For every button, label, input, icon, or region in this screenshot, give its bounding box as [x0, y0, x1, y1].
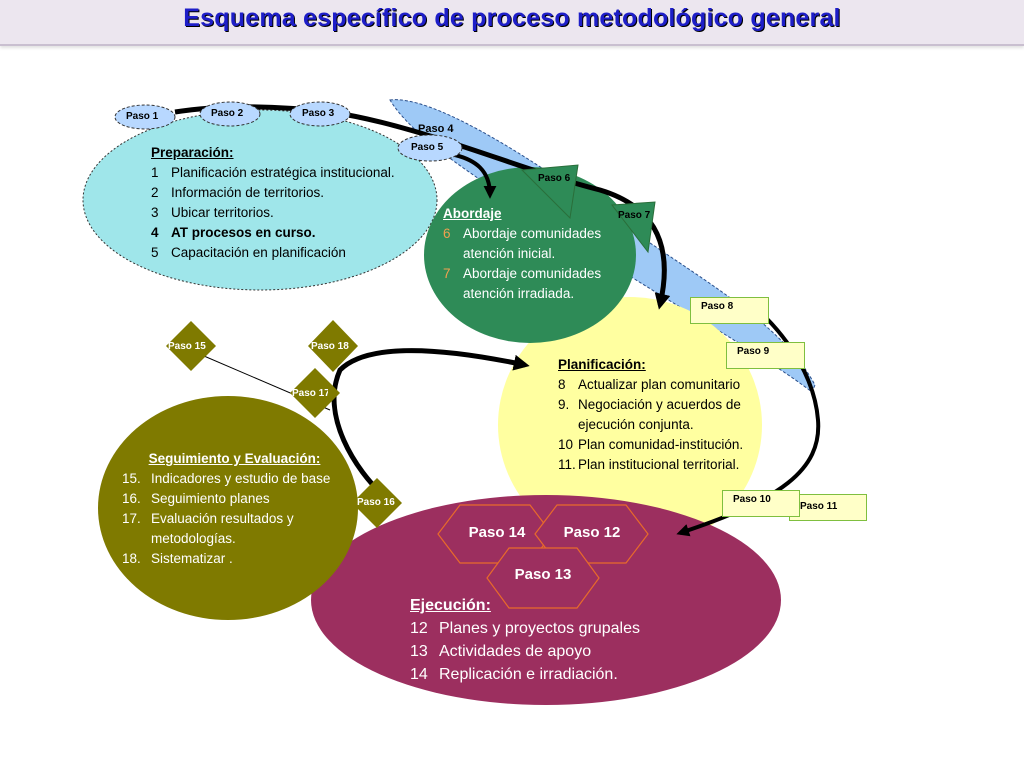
paso6-label: Paso 6: [538, 173, 571, 184]
paso18-diamond: [308, 320, 358, 372]
seguimiento-block: Seguimiento y Evaluación: 15.Indicadores…: [122, 449, 347, 569]
paso17-label: Paso 17: [292, 388, 328, 399]
paso10-box: Paso 10: [722, 490, 800, 517]
ejecucion-heading: Ejecución:: [410, 597, 491, 614]
paso12-label: Paso 12: [563, 524, 621, 541]
planificacion-item: 9.Negociación y acuerdos de ejecución co…: [558, 397, 741, 432]
seguimiento-item: 16.Seguimiento planes: [122, 491, 270, 506]
paso2-oval: [199, 101, 261, 127]
seguimiento-item: 15.Indicadores y estudio de base: [122, 471, 331, 486]
paso1-oval: [114, 104, 176, 130]
paso4-label: Paso 4: [418, 123, 454, 135]
paso15-diamond: [166, 321, 216, 371]
paso13-label: Paso 13: [514, 566, 572, 583]
paso1-label: Paso 1: [126, 111, 159, 122]
preparacion-ellipse: [82, 109, 438, 291]
paso7-triangle: [611, 201, 656, 254]
flow-arrow-abordaje: [454, 153, 497, 199]
seguimiento-item: 18.Sistematizar .: [122, 551, 233, 566]
paso9-box: Paso 9: [726, 342, 805, 369]
seguimiento-heading: Seguimiento y Evaluación:: [148, 451, 321, 466]
paso2-label: Paso 2: [211, 108, 244, 119]
paso7-label: Paso 7: [618, 210, 651, 221]
planificacion-heading: Planificación:: [558, 357, 646, 372]
abordaje-ellipse: [424, 167, 636, 343]
paso13-hexagon: [486, 547, 600, 609]
paso11-box: Paso 11: [789, 494, 867, 521]
paso5-label: Paso 5: [411, 142, 444, 153]
paso5-oval: [397, 134, 463, 162]
paso16-diamond: [352, 478, 402, 528]
planificacion-ellipse: [498, 297, 762, 553]
paso15-label: Paso 15: [168, 341, 206, 352]
paso8-box: Paso 8: [690, 297, 769, 324]
paso3-oval: [289, 101, 351, 127]
flow-arrow-return: [331, 348, 530, 499]
paso16-label: Paso 16: [357, 497, 395, 508]
seguimiento-ellipse: [98, 396, 358, 620]
title-bar: [0, 0, 1024, 46]
preparacion-heading: Preparación:: [151, 145, 234, 160]
paso3-label: Paso 3: [302, 108, 335, 119]
seguimiento-item: 17.Evaluación resultados y metodologías.: [122, 511, 294, 546]
page-title: Esquema específico de proceso metodológi…: [183, 4, 841, 32]
paso18-label: Paso 18: [311, 341, 349, 352]
paso17-diamond: [290, 368, 340, 418]
planificacion-item: 11.Plan institucional territorial.: [558, 457, 740, 472]
paso6-triangle: [520, 164, 579, 220]
paso14-label: Paso 14: [468, 524, 526, 541]
abordaje-heading: Abordaje: [443, 206, 502, 221]
